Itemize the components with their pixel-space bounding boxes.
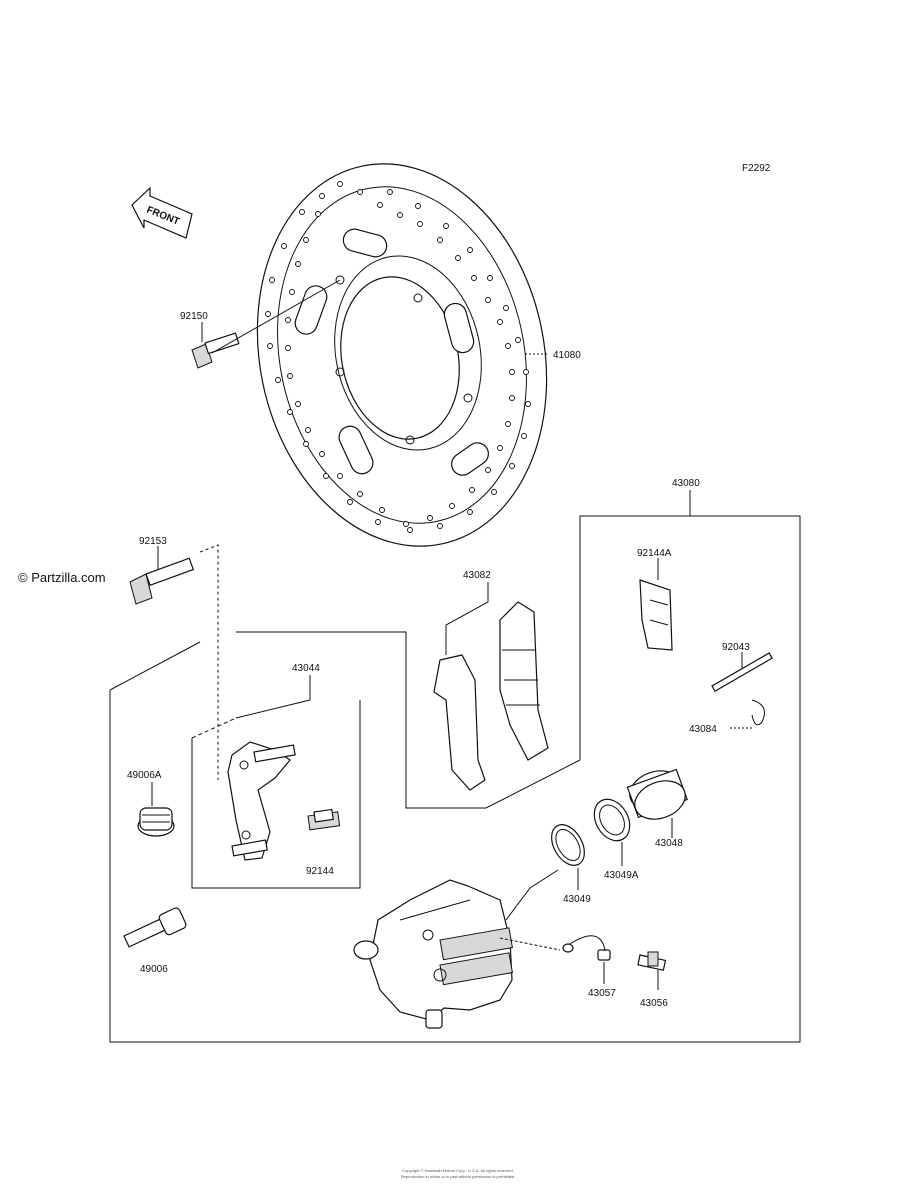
- part-43057: 43057: [588, 988, 616, 999]
- brake-pads: [433, 601, 549, 791]
- seal-43049a: [593, 798, 631, 842]
- part-43048: 43048: [655, 838, 683, 849]
- bleeder-cap-43057: [562, 935, 611, 961]
- part-41080: 41080: [553, 350, 581, 361]
- part-43049a: 43049A: [604, 870, 639, 881]
- bolt-92150: [191, 279, 341, 369]
- pad-spring-92144a: [639, 579, 673, 651]
- part-43084: 43084: [689, 724, 717, 735]
- part-43044: 43044: [292, 663, 320, 674]
- caliper-body: [353, 879, 513, 1029]
- seal-43049: [551, 824, 585, 866]
- part-43082: 43082: [463, 570, 491, 581]
- pin-92043: [711, 652, 773, 693]
- part-92144a: 92144A: [637, 548, 672, 559]
- boot-49006: [123, 907, 187, 948]
- part-49006a: 49006A: [127, 770, 162, 781]
- part-92144: 92144: [306, 866, 334, 877]
- part-43049: 43049: [563, 894, 591, 905]
- part-49006: 49006: [140, 964, 168, 975]
- part-92043: 92043: [722, 642, 750, 653]
- part-92150: 92150: [180, 311, 208, 322]
- part-43080: 43080: [672, 478, 700, 489]
- watermark: © Partzilla.com: [18, 570, 106, 585]
- footer-line-2: Reproduction in whole or in part without…: [401, 1174, 516, 1179]
- bleeder-valve-43056: [637, 951, 667, 971]
- spring-92144: [307, 808, 341, 831]
- front-arrow-icon: FRONT: [131, 186, 193, 239]
- caliper-bracket: [227, 741, 296, 861]
- boot-49006a: [137, 807, 175, 837]
- brake-disc: [256, 163, 548, 547]
- clip-43084: [751, 699, 765, 726]
- part-43056: 43056: [640, 998, 668, 1009]
- piston-43048: [626, 768, 688, 820]
- bolt-92153: [129, 557, 195, 605]
- footer-line-1: Copyright © Kawasaki Motors Corp., U.S.A…: [402, 1168, 513, 1173]
- part-92153: 92153: [139, 536, 167, 547]
- figure-code: F2292: [742, 163, 771, 174]
